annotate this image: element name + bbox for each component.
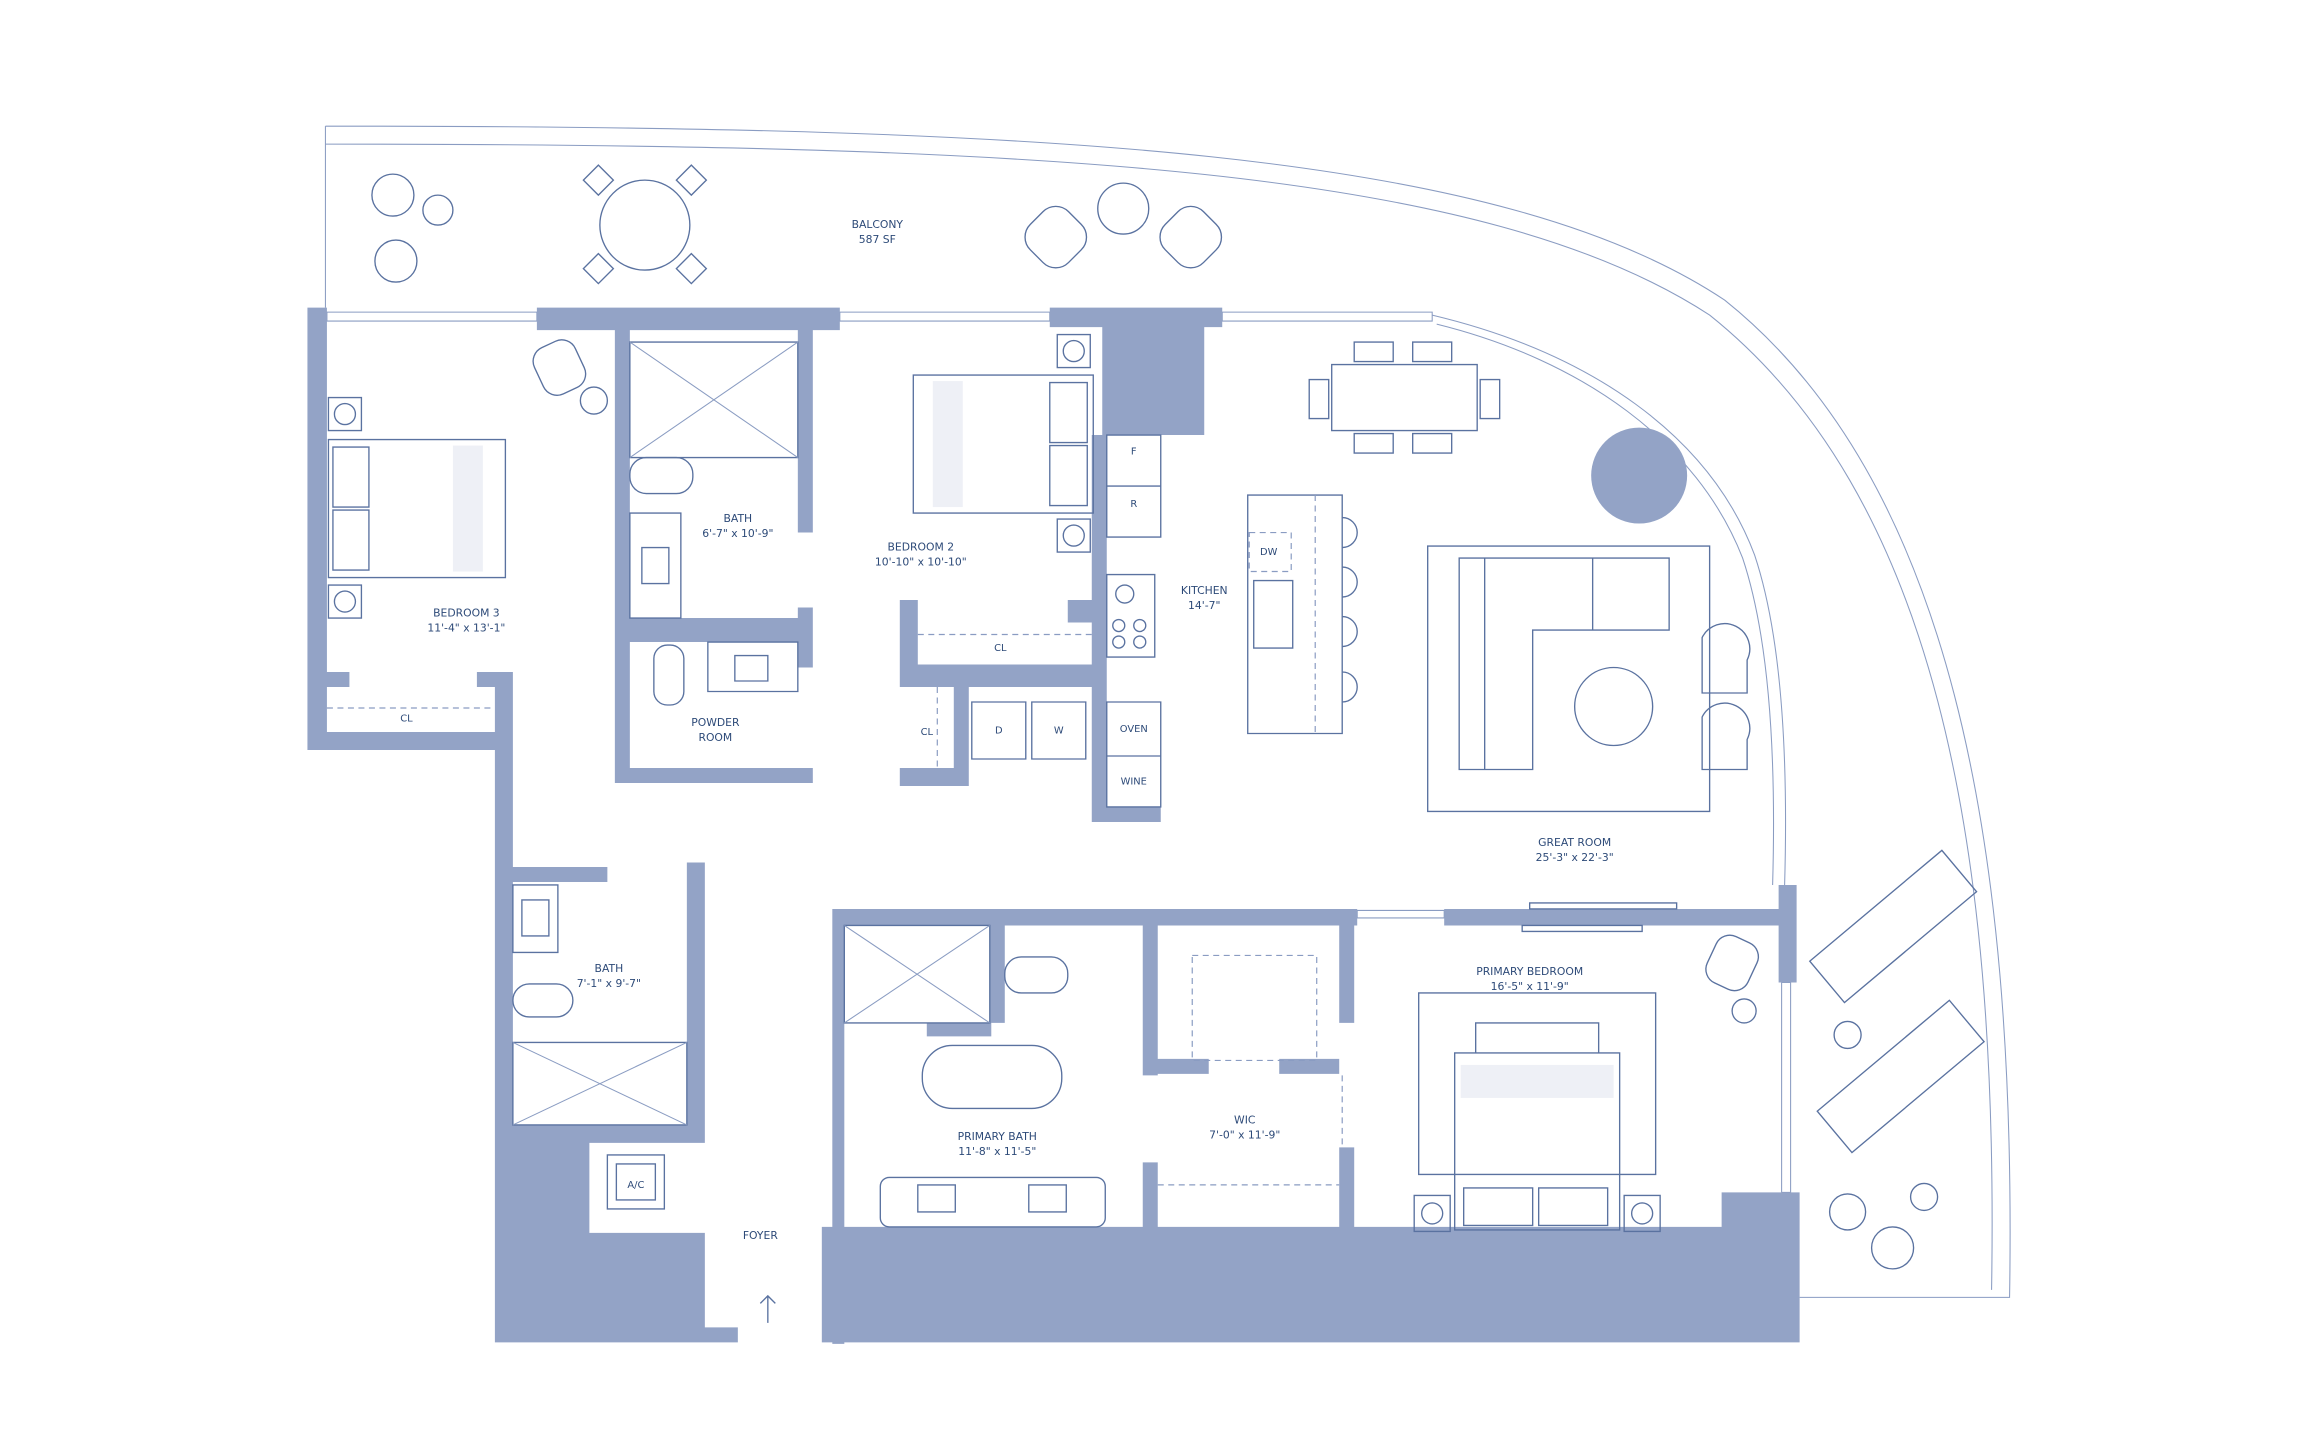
- oven-label: OVEN: [1120, 724, 1148, 735]
- wine-fridge-label: WINE: [1121, 776, 1147, 787]
- labels: BALCONY 587 SF BEDROOM 3 11'-4" x 13'-1" BAT…: [400, 218, 1613, 1242]
- room-label-bath: BATH: [724, 512, 753, 525]
- room-dims-bedroom-3: 11'-4" x 13'-1": [427, 622, 505, 635]
- room-dims-kitchen: 14'-7": [1188, 599, 1220, 612]
- freezer-label: F: [1131, 447, 1137, 458]
- room-label-great-room: GREAT ROOM: [1538, 836, 1611, 849]
- room-dims-bath-2: 7'-1" x 9'-7": [577, 977, 641, 990]
- bedroom-3-furniture: [326, 339, 609, 709]
- room-dims-bedroom-2: 10'-10" x 10'-10": [875, 556, 967, 569]
- balcony-lounge-chairs: [1024, 182, 1223, 269]
- room-label-wic: WIC: [1234, 1113, 1255, 1126]
- washer-label: W: [1054, 725, 1064, 736]
- great-room-window-wall: [1432, 314, 1787, 885]
- dishwasher-label: DW: [1260, 547, 1278, 558]
- balcony-dining-set: [582, 164, 708, 285]
- room-dims-balcony: 587 SF: [859, 233, 896, 246]
- room-label-primary-bedroom: PRIMARY BEDROOM: [1476, 965, 1583, 978]
- room-dims-powder-room: ROOM: [698, 731, 732, 744]
- ac-label: A/C: [627, 1180, 644, 1191]
- wic-shelving: [1157, 954, 1343, 1186]
- room-label-bedroom-2: BEDROOM 2: [888, 541, 955, 554]
- refrigerator-label: R: [1130, 499, 1137, 510]
- living-area: [1427, 545, 1751, 813]
- room-label-kitchen: KITCHEN: [1181, 584, 1228, 597]
- closet-label: CL: [400, 713, 413, 724]
- bath-2-fixtures: [512, 884, 688, 1210]
- room-dims-great-room: 25'-3" x 22'-3": [1536, 851, 1614, 864]
- foyer-entry-arrow-icon: [759, 1294, 776, 1323]
- room-label-bedroom-3: BEDROOM 3: [433, 607, 500, 620]
- room-label-powder-room: POWDER: [691, 716, 740, 729]
- closet-label: CL: [994, 643, 1007, 654]
- room-dims-wic: 7'-0" x 11'-9": [1209, 1128, 1280, 1141]
- powder-room-fixtures: [653, 641, 799, 706]
- walls: [307, 307, 1800, 1344]
- room-label-primary-bath: PRIMARY BATH: [958, 1130, 1037, 1143]
- dining-table: [1308, 341, 1501, 454]
- closet-label: CL: [921, 727, 934, 738]
- bedroom-2-furniture: [912, 333, 1094, 768]
- kitchen-fixtures: [1106, 434, 1358, 808]
- balcony-sun-loungers: [1808, 849, 1986, 1154]
- room-label-balcony: BALCONY: [852, 218, 904, 231]
- room-label-bath-2: BATH: [595, 962, 624, 975]
- room-dims-primary-bath: 11'-8" x 11'-5": [958, 1145, 1036, 1158]
- plant-icon: [371, 173, 1939, 1270]
- balcony-outline: [324, 125, 2011, 1298]
- primary-bath-fixtures: [843, 924, 1106, 1228]
- round-rug: [1591, 427, 1688, 524]
- windows: [326, 311, 1792, 1193]
- dryer-label: D: [995, 725, 1003, 736]
- primary-bedroom-furniture: [1413, 902, 1760, 1233]
- bath-fixtures: [629, 341, 799, 619]
- room-dims-primary-bedroom: 16'-5" x 11'-9": [1491, 980, 1569, 993]
- room-dims-bath: 6'-7" x 10'-9": [702, 527, 773, 540]
- room-label-foyer: FOYER: [743, 1229, 778, 1242]
